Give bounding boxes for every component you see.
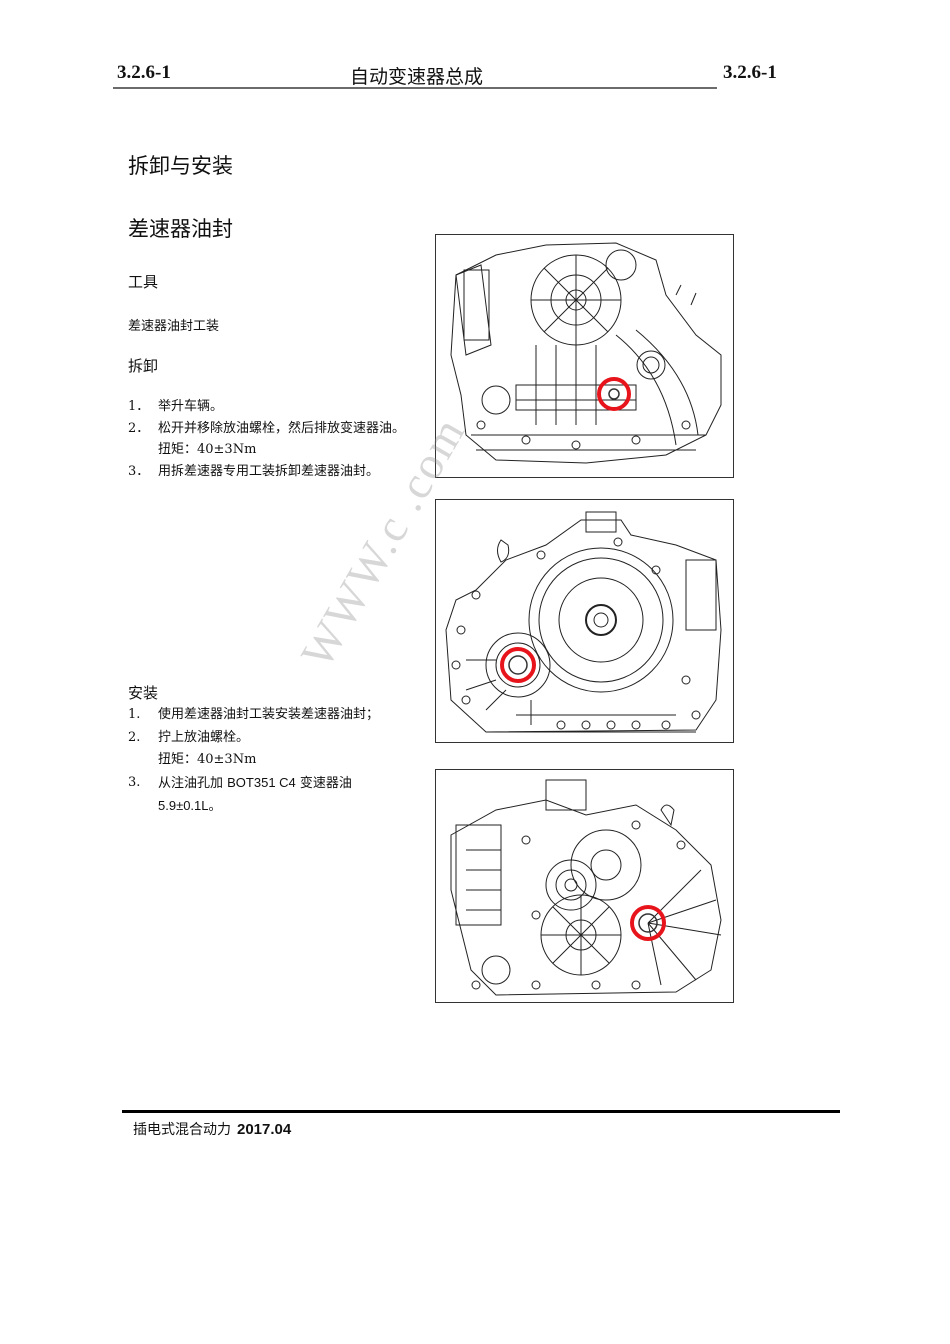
footer-date: 2017.04 <box>237 1121 292 1138</box>
tools-heading: 工具 <box>128 273 159 291</box>
removal-steps: 1． 举升车辆。 2． 松开并移除放油螺栓，然后排放变速器油。 扭矩：40±3N… <box>128 396 418 482</box>
step-number: 1. <box>128 707 141 722</box>
tool-item: 差速器油封工装 <box>128 319 220 334</box>
section-number-right: 3.2.6-1 <box>723 62 777 83</box>
removal-step: 3． 用拆差速器专用工装拆卸差速器油封。 <box>128 461 418 483</box>
step-number: 2． <box>128 420 150 436</box>
installation-steps: 1. 使用差速器油封工装安装差速器油封； 2. 拧上放油螺栓。 扭矩：40±3N… <box>128 704 418 819</box>
removal-heading: 拆卸 <box>128 357 159 375</box>
installation-step: 2. 拧上放油螺栓。 扭矩：40±3Nm <box>128 727 418 772</box>
step-text: 使用差速器油封工装安装差速器油封； <box>158 707 380 722</box>
step-text: 。 <box>208 799 222 814</box>
transmission-line-drawing <box>450 242 722 464</box>
transmission-drain-bolt-figure <box>435 234 734 478</box>
oil-seal-highlight <box>630 905 666 941</box>
step-number: 3. <box>128 774 141 790</box>
step-number: 1． <box>128 399 150 414</box>
oil-seal-highlight <box>500 647 536 683</box>
step-text: 举升车辆。 <box>158 399 224 414</box>
section-subtitle: 差速器油封 <box>128 217 233 241</box>
step-text: 用拆差速器专用工装拆卸差速器油封。 <box>158 463 380 479</box>
installation-step: 3. 从注油孔加 BOT351 C4 变速器油 5.9±0.1L。 <box>128 772 418 819</box>
section-number-left: 3.2.6-1 <box>117 62 171 83</box>
transmission-front-seal-figure <box>435 499 734 743</box>
installation-heading: 安装 <box>128 684 159 702</box>
header-divider <box>113 87 717 89</box>
footer-publication: 插电式混合动力 <box>133 1122 231 1138</box>
step-number: 2. <box>128 729 141 745</box>
oil-spec: BOT351 C4 <box>227 774 296 790</box>
installation-step: 1. 使用差速器油封工装安装差速器油封； <box>128 704 418 727</box>
step-text: 变速器油 <box>295 775 352 791</box>
removal-step: 2． 松开并移除放油螺栓，然后排放变速器油。 扭矩：40±3Nm <box>128 418 418 461</box>
removal-step: 1． 举升车辆。 <box>128 396 418 418</box>
footer: 插电式混合动力 2017.04 <box>133 1119 291 1139</box>
footer-divider <box>122 1110 840 1113</box>
page-title: 拆卸与安装 <box>128 154 233 178</box>
step-number: 3． <box>128 463 150 479</box>
step-text: 拧上放油螺栓。 <box>158 729 250 745</box>
drain-bolt-highlight <box>597 377 631 411</box>
transmission-rear-seal-figure <box>435 769 734 1003</box>
transmission-line-drawing <box>445 511 722 733</box>
oil-volume: 5.9±0.1L <box>158 798 209 813</box>
transmission-line-drawing <box>450 779 722 996</box>
step-text: 从注油孔加 <box>158 775 228 791</box>
chapter-title: 自动变速器总成 <box>350 66 484 88</box>
step-text: 松开并移除放油螺栓，然后排放变速器油。 <box>158 420 406 436</box>
torque-spec: 扭矩：40±3Nm <box>158 442 257 457</box>
torque-spec: 扭矩：40±3Nm <box>158 752 257 767</box>
